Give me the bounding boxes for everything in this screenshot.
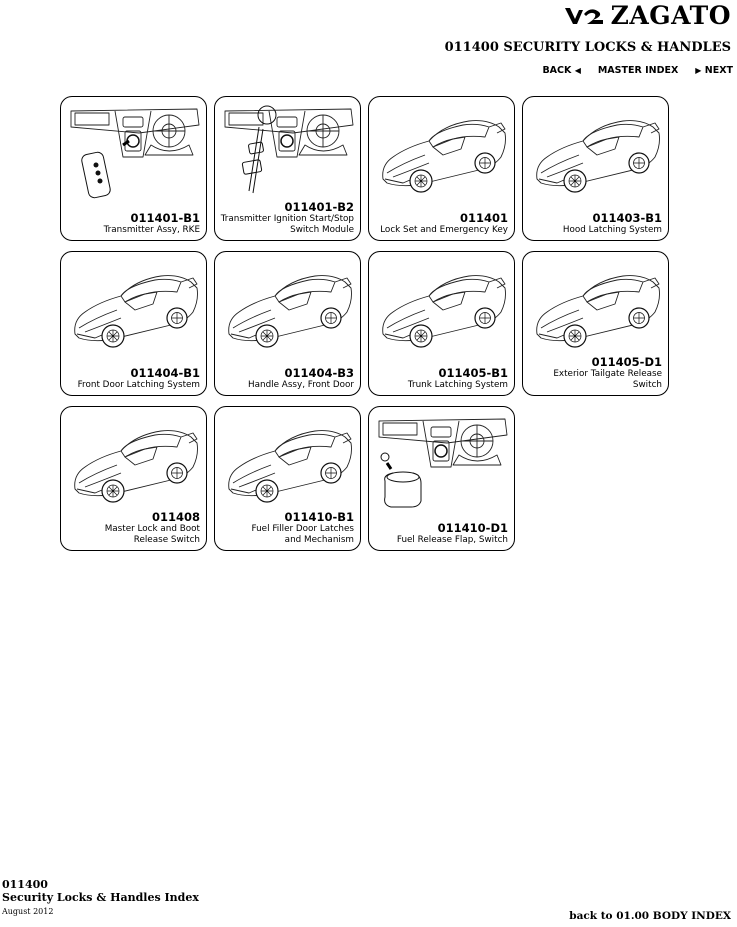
card-caption-line: Lock Set and Emergency Key — [380, 224, 508, 235]
card-caption-line: Fuel Filler Door Latches — [251, 524, 354, 534]
card-caption-line: Master Lock and Boot — [104, 524, 200, 534]
back-link[interactable]: BACK ◀ — [542, 65, 580, 76]
master-index-link[interactable]: MASTER INDEX — [597, 65, 679, 76]
card-caption-line: Trunk Latching System — [407, 379, 508, 390]
footer-date: August 2012 — [2, 907, 54, 916]
card-caption-line: Transmitter Ignition Start/Stop — [220, 214, 354, 224]
next-link[interactable]: ▶ NEXT — [695, 65, 733, 76]
card-code: 011401-B2 — [284, 200, 354, 214]
card-code: 011404-B1 — [130, 365, 200, 380]
car-illustration[interactable] — [527, 101, 665, 201]
next-label[interactable]: NEXT — [704, 65, 733, 76]
car-illustration[interactable] — [219, 411, 357, 511]
footer-code: 011400 — [2, 878, 48, 891]
back-label[interactable]: BACK — [542, 65, 572, 76]
card-code: 011405-D1 — [591, 355, 662, 369]
car-illustration[interactable] — [373, 256, 511, 356]
page-title: 011400 SECURITY LOCKS & HANDLES — [444, 40, 731, 55]
page-navigation: BACK ◀ MASTER INDEX ▶ NEXT — [542, 65, 733, 76]
car-illustration[interactable] — [65, 411, 203, 511]
triangle-left-icon[interactable]: ◀ — [574, 66, 581, 75]
footer-title: Security Locks & Handles Index — [2, 891, 199, 904]
footer-info: 011400 Security Locks & Handles Index Au… — [2, 878, 199, 919]
car-illustration[interactable] — [373, 101, 511, 201]
back-to-body-index-link[interactable]: back to 01.00 BODY INDEX — [569, 910, 731, 922]
triangle-right-icon[interactable]: ▶ — [695, 66, 702, 75]
car-illustration[interactable] — [527, 256, 665, 356]
card-code: 011405-B1 — [438, 365, 508, 380]
card-code: 011410-D1 — [437, 520, 508, 535]
card-caption-line: Exterior Tailgate Release Switch — [553, 369, 662, 390]
brand-name: ZAGATO — [610, 1, 731, 30]
dashboard-ignition-module-illustration[interactable] — [219, 101, 357, 201]
card-code: 011401-B1 — [130, 210, 200, 225]
dashboard-key-fob-illustration[interactable] — [65, 101, 203, 201]
card-code: 011408 — [151, 510, 200, 524]
card-code: 011403-B1 — [592, 210, 662, 225]
card-caption-line: Transmitter Assy, RKE — [103, 224, 200, 235]
card-caption-line: Front Door Latching System — [77, 379, 200, 390]
card-caption-line: Release Switch — [133, 534, 200, 545]
card-caption-line: Switch Module — [290, 224, 354, 235]
card-caption-line: and Mechanism — [284, 534, 354, 545]
v12-zagato-logo-icon — [564, 8, 603, 24]
card-code: 011404-B3 — [284, 365, 354, 380]
brand-logo: ZAGATO — [563, 2, 731, 30]
card-caption-line: Hood Latching System — [562, 224, 662, 235]
car-illustration[interactable] — [219, 256, 357, 356]
car-illustration[interactable] — [65, 256, 203, 356]
dashboard-switch-illustration[interactable] — [373, 411, 511, 511]
card-caption-line: Handle Assy, Front Door — [247, 379, 354, 390]
card-code: 011410-B1 — [284, 510, 354, 524]
card-caption-line: Fuel Release Flap, Switch — [396, 534, 508, 545]
card-code: 011401 — [459, 210, 508, 225]
